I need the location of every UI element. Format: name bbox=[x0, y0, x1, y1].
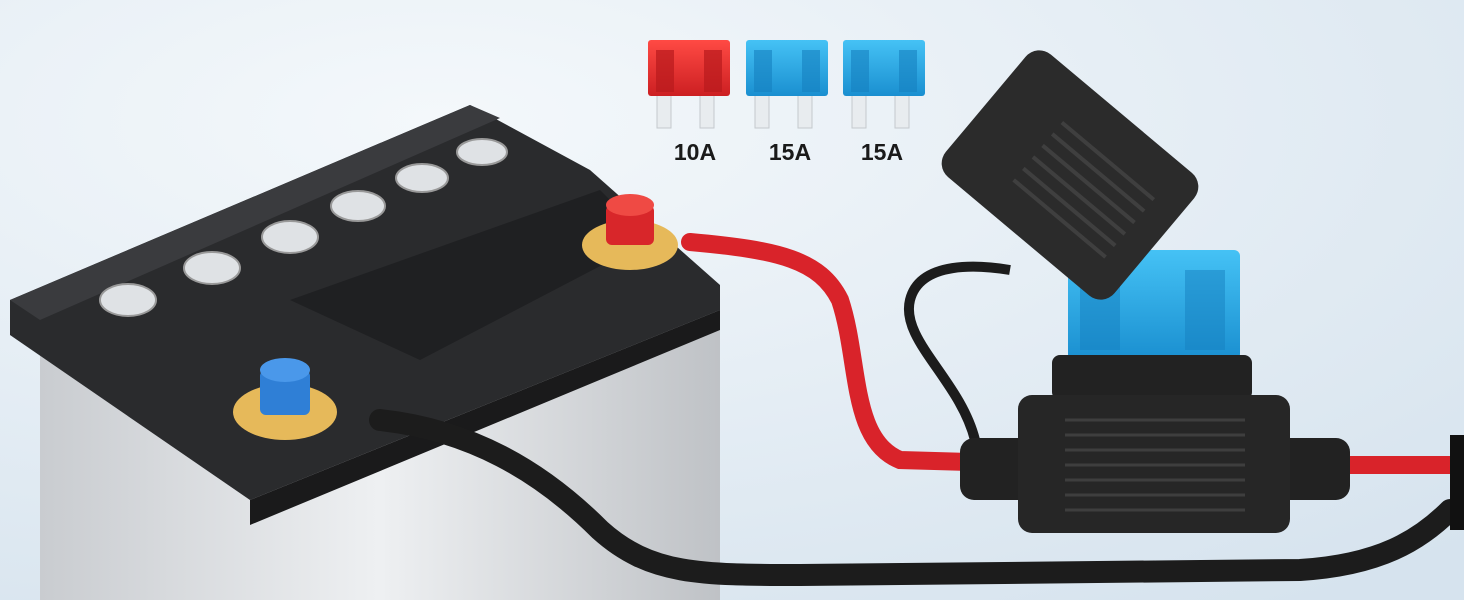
fuse-label-15a-2: 15A bbox=[861, 139, 903, 165]
car-battery bbox=[10, 105, 720, 600]
fuse-label-15a-1: 15A bbox=[769, 139, 811, 165]
vent-caps bbox=[99, 138, 508, 317]
fuse-15a-1 bbox=[746, 40, 828, 129]
fuse-label-10a: 10A bbox=[674, 139, 716, 165]
black-cable bbox=[369, 409, 1461, 587]
negative-terminal bbox=[233, 358, 337, 440]
fuse-holder-cap bbox=[941, 50, 1199, 300]
cable-end-grommet bbox=[1450, 435, 1464, 530]
red-cable bbox=[681, 233, 979, 471]
positive-terminal bbox=[582, 194, 678, 270]
cap-tether bbox=[903, 261, 1011, 442]
inline-fuse-holder bbox=[960, 250, 1350, 533]
fuse-15a-2 bbox=[843, 40, 925, 129]
fuse-10a bbox=[648, 40, 730, 129]
